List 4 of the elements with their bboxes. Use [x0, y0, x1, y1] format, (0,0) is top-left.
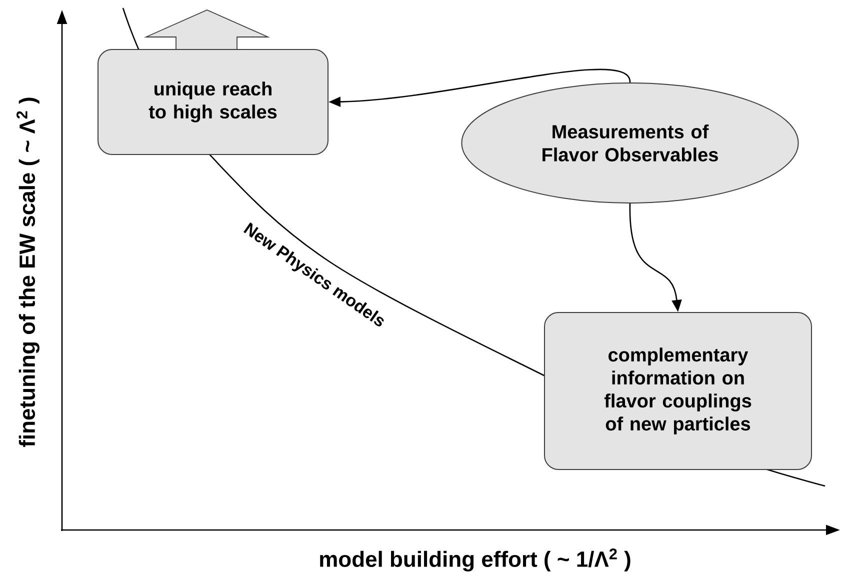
axis-label: model building effort ( ~ 1/Λ$^{2}$ ) [320, 548, 630, 572]
info-box: unique reach to high scales [98, 49, 328, 155]
axis-label: finetuning of the EW scale ( ~ Λ$^{2}$ ) [16, 98, 40, 447]
info-box: complementary information on flavor couplings of new particles [544, 312, 812, 470]
